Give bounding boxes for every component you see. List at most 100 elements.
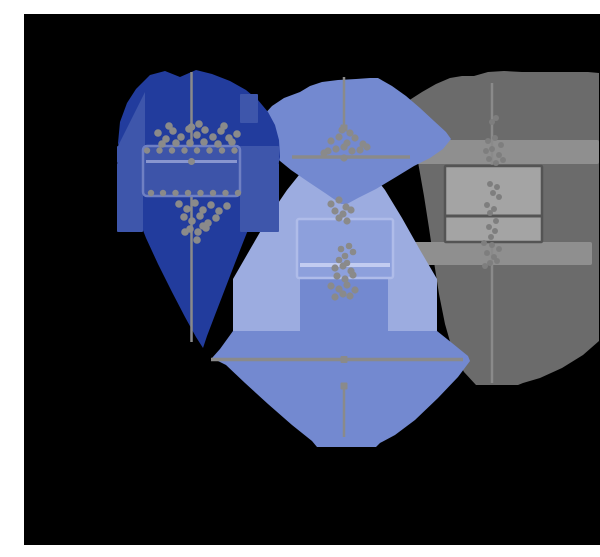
scatter-dot xyxy=(191,199,199,207)
box xyxy=(141,144,242,198)
scatter-dot xyxy=(201,126,209,134)
scatter-dot xyxy=(491,206,497,212)
scatter-dot xyxy=(165,122,173,130)
scatter-dot xyxy=(193,236,201,244)
scatter-dot xyxy=(347,206,355,214)
scatter-dot xyxy=(207,201,215,209)
violin-overlay xyxy=(240,163,279,232)
scatter-dot xyxy=(187,123,196,131)
scatter-dot xyxy=(483,148,489,154)
scatter-dot xyxy=(214,140,222,148)
scatter-dot xyxy=(485,138,491,144)
scatter-dot xyxy=(327,200,335,208)
scatter-dot xyxy=(335,285,343,293)
scatter-dot xyxy=(181,147,188,154)
scatter-dot xyxy=(193,147,201,154)
scatter-dot xyxy=(496,152,502,158)
scatter-dot xyxy=(351,286,359,294)
scatter-dot xyxy=(206,147,213,154)
scatter-dot xyxy=(212,214,220,222)
scatter-dot xyxy=(327,282,335,290)
violin-body xyxy=(212,279,470,447)
scatter-dot xyxy=(486,224,492,230)
scatter-dot xyxy=(343,217,351,225)
scatter-dot xyxy=(349,248,357,256)
scatter-dot xyxy=(341,252,349,260)
scatter-dot xyxy=(348,147,356,155)
violin-overlay xyxy=(118,92,145,146)
scatter-dot xyxy=(496,246,502,252)
scatter-dot xyxy=(488,234,494,240)
scatter-dot xyxy=(327,137,335,145)
scatter-dot xyxy=(356,146,364,154)
scatter-dot xyxy=(337,245,345,253)
scatter-dot xyxy=(183,205,191,213)
scatter-dot xyxy=(228,138,236,146)
scatter-dot xyxy=(346,292,354,300)
scatter-dot xyxy=(492,135,498,141)
scatter-dot xyxy=(482,263,488,269)
scatter-dot xyxy=(340,143,348,151)
violin-overlay xyxy=(117,163,143,232)
scatter-dot xyxy=(331,207,339,215)
scatter-dot xyxy=(489,146,495,152)
scatter-dot xyxy=(199,222,207,230)
scatter-dot xyxy=(172,189,179,197)
scatter-dot xyxy=(493,160,499,166)
scatter-dot xyxy=(159,189,167,197)
scatter-dot xyxy=(175,200,183,208)
scatter-dot xyxy=(209,189,217,197)
scatter-dot xyxy=(484,250,490,256)
scatter-dot xyxy=(223,202,231,210)
scatter-dot xyxy=(494,258,500,264)
scatter-dot xyxy=(489,242,495,248)
scatter-dot xyxy=(341,275,349,283)
scatter-dot xyxy=(234,189,242,197)
scatter-dot xyxy=(209,133,217,141)
scatter-dot xyxy=(233,130,241,138)
scatter-dot xyxy=(349,271,357,279)
whisker-cap xyxy=(340,382,348,390)
scatter-dot xyxy=(487,181,493,187)
scatter-dot xyxy=(487,210,493,216)
scatter-dot xyxy=(158,140,166,148)
scatter-dot xyxy=(481,240,487,246)
violin-overlay xyxy=(409,242,592,265)
scatter-dot xyxy=(484,202,490,208)
box xyxy=(443,164,544,244)
scatter-dot xyxy=(492,228,498,234)
scatter-dot xyxy=(200,138,208,146)
scatter-dot xyxy=(186,139,194,147)
scatter-dot xyxy=(194,228,202,236)
scatter-dot xyxy=(188,158,195,165)
violin-overlay xyxy=(409,140,599,164)
scatter-dot xyxy=(195,120,203,128)
scatter-dot xyxy=(184,189,192,197)
scatter-dot xyxy=(215,207,223,215)
scatter-dot xyxy=(346,129,354,137)
scatter-dot xyxy=(490,190,496,196)
scatter-dot xyxy=(345,242,353,250)
scatter-dot xyxy=(500,157,506,163)
scatter-dot xyxy=(180,213,188,221)
scatter-dot xyxy=(172,139,180,147)
scatter-dot xyxy=(333,272,341,280)
whisker-cap xyxy=(340,356,348,363)
scatter-dot xyxy=(493,115,499,121)
scatter-dot xyxy=(339,262,347,270)
scatter-dot xyxy=(331,293,339,301)
violin-body xyxy=(118,70,280,348)
scatter-dot xyxy=(177,133,185,141)
scatter-dot xyxy=(340,154,348,162)
scatter-dot xyxy=(489,119,495,125)
scatter-dot xyxy=(486,156,492,162)
scatter-dot xyxy=(143,147,151,154)
scatter-dot xyxy=(193,131,201,139)
scatter-dot xyxy=(218,147,226,154)
scatter-dot xyxy=(320,149,328,157)
scatter-dot xyxy=(494,184,500,190)
box xyxy=(295,217,395,280)
scatter-dot xyxy=(156,147,163,154)
